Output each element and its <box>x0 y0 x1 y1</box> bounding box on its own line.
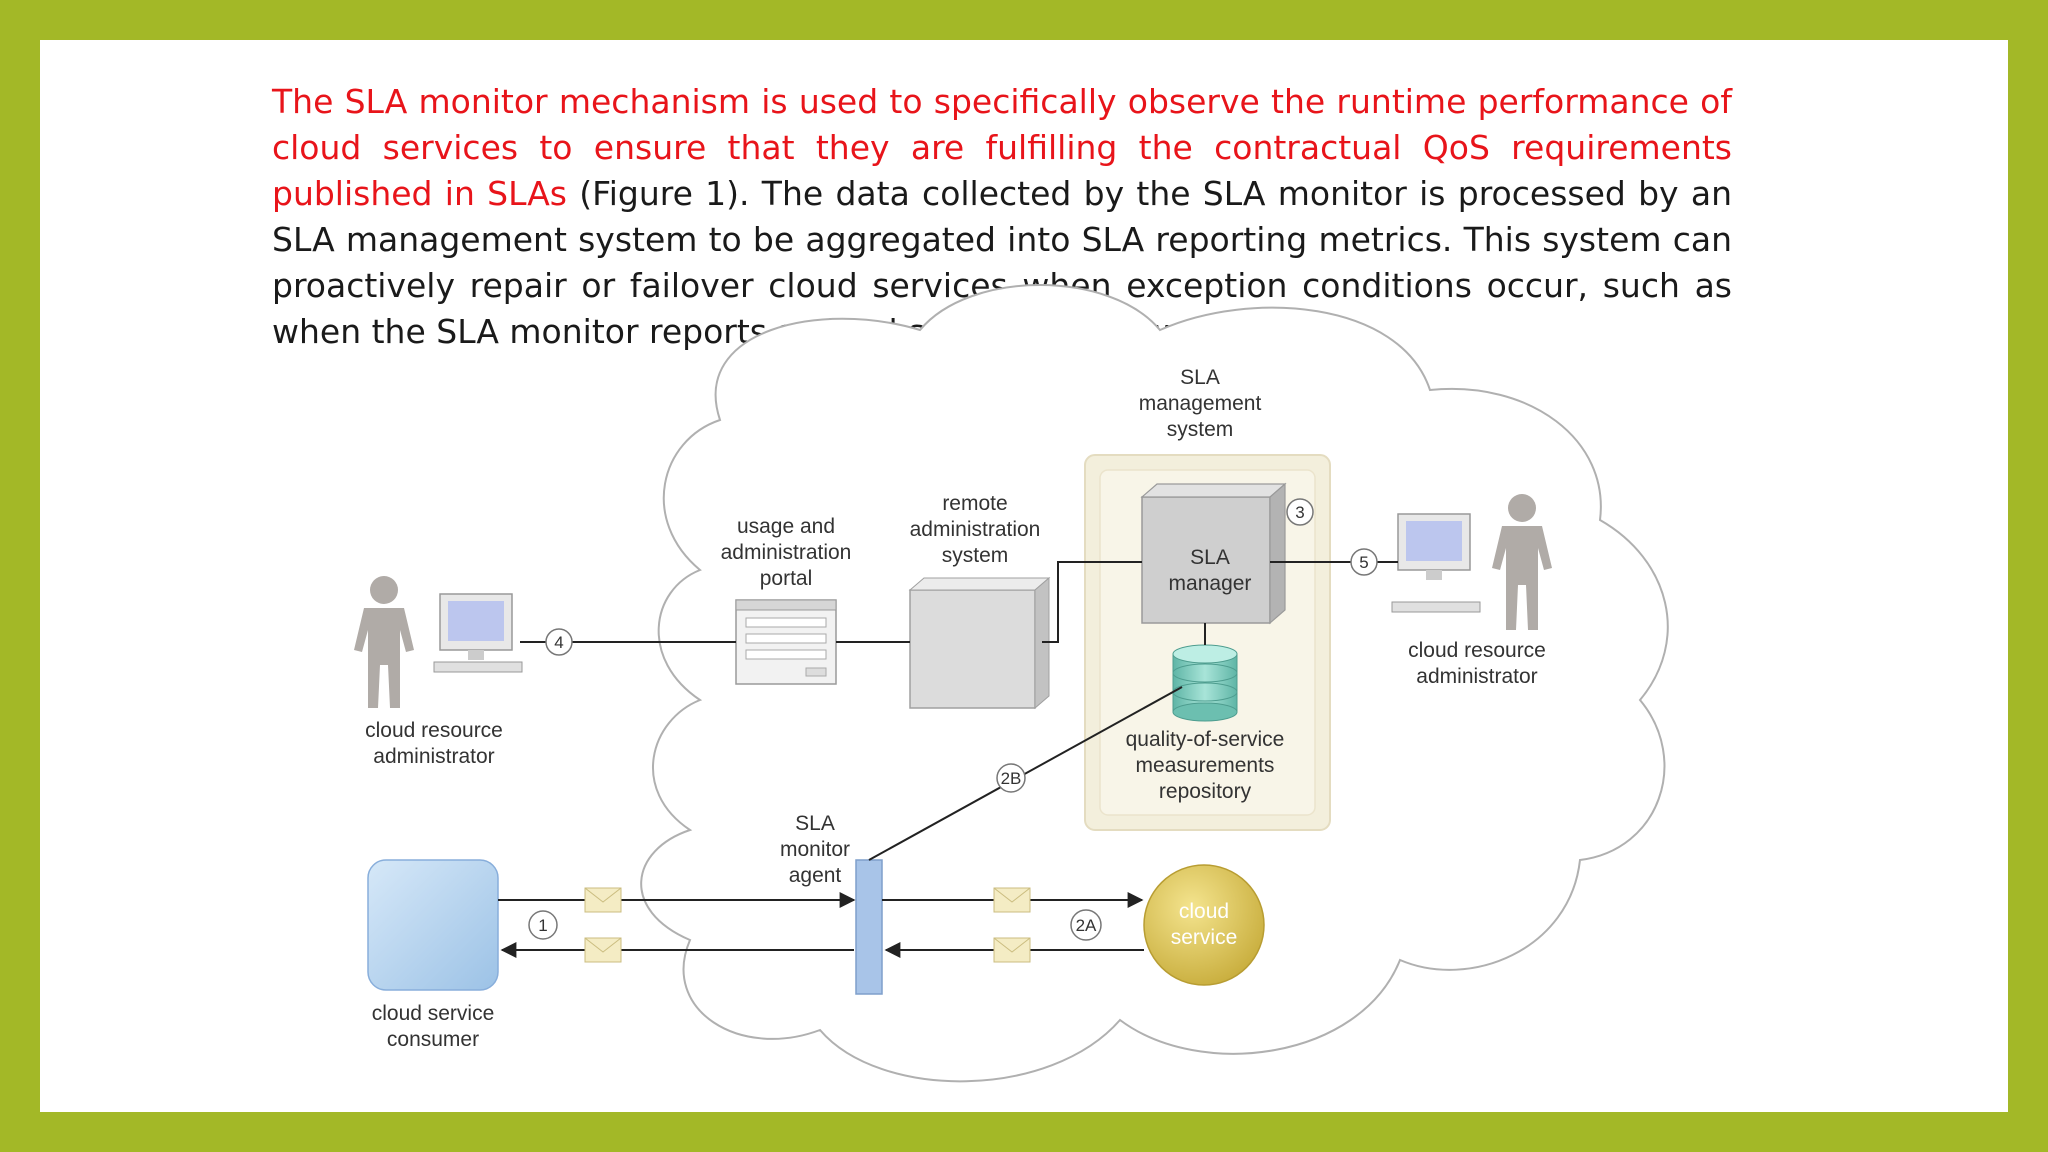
svg-text:1: 1 <box>538 916 547 935</box>
svg-text:5: 5 <box>1359 553 1368 572</box>
monitor-agent-label-2: monitor <box>780 838 850 861</box>
highlighted-text: The SLA monitor mechanism is used to spe… <box>272 82 1732 213</box>
step-2a-label: 2A <box>1076 916 1097 935</box>
svg-text:system: system <box>942 544 1009 567</box>
qos-repository-icon <box>1172 644 1238 722</box>
consumer-label-1: cloud service <box>372 1002 495 1025</box>
svg-text:administration: administration <box>721 541 852 564</box>
svg-text:cloud resource: cloud resource <box>365 719 503 742</box>
message-envelope-icon <box>993 937 1031 963</box>
cloud-service-label-2: service <box>1171 926 1238 949</box>
svg-text:monitor: monitor <box>780 838 850 861</box>
qos-repo-label-1: quality-of-service <box>1126 728 1285 751</box>
left-admin-computer-icon <box>433 593 523 673</box>
svg-text:cloud resource: cloud resource <box>1408 639 1546 662</box>
portal-label-1: usage and <box>737 515 835 538</box>
remote-admin-label-1: remote <box>942 492 1007 515</box>
svg-text:remote: remote <box>942 492 1007 515</box>
right-admin-label-1: cloud resource <box>1408 639 1546 662</box>
svg-text:SLA: SLA <box>1180 366 1220 389</box>
step-5-label: 5 <box>1359 553 1368 572</box>
message-envelope-icon <box>584 887 622 913</box>
svg-text:2A: 2A <box>1076 916 1097 935</box>
left-admin-label-2: administrator <box>373 745 494 768</box>
qos-repo-label-3: repository <box>1159 780 1252 803</box>
svg-text:management: management <box>1139 392 1262 415</box>
svg-text:administrator: administrator <box>1416 665 1537 688</box>
svg-text:service: service <box>1171 926 1238 949</box>
consumer-label-2: consumer <box>387 1028 479 1051</box>
remote-admin-label-3: system <box>942 544 1009 567</box>
sla-mgmt-label-1: SLA <box>1180 366 1220 389</box>
right-admin-label-2: administrator <box>1416 665 1537 688</box>
sla-manager-label-1: SLA <box>1190 546 1230 569</box>
svg-text:cloud: cloud <box>1179 900 1229 923</box>
right-admin-computer-icon <box>1391 513 1481 613</box>
sla-manager-label-2: manager <box>1169 572 1252 595</box>
portal-label-2: administration <box>721 541 852 564</box>
svg-text:repository: repository <box>1159 780 1252 803</box>
svg-text:SLA: SLA <box>795 812 835 835</box>
cloud-service-consumer-box <box>367 859 499 991</box>
remote-admin-label-2: administration <box>910 518 1041 541</box>
svg-text:usage and: usage and <box>737 515 835 538</box>
svg-text:administrator: administrator <box>373 745 494 768</box>
monitor-agent-label-1: SLA <box>795 812 835 835</box>
svg-text:SLA: SLA <box>1190 546 1230 569</box>
svg-text:3: 3 <box>1295 503 1304 522</box>
svg-text:4: 4 <box>554 633 563 652</box>
right-admin-person-icon <box>1492 494 1552 630</box>
qos-repo-label-2: measurements <box>1136 754 1275 777</box>
step-2b-label: 2B <box>1001 769 1022 788</box>
step-3-label: 3 <box>1295 503 1304 522</box>
svg-text:measurements: measurements <box>1136 754 1275 777</box>
sla-mgmt-label-2: management <box>1139 392 1262 415</box>
remote-admin-system-icon <box>908 576 1051 710</box>
svg-text:2B: 2B <box>1001 769 1022 788</box>
step-1-label: 1 <box>538 916 547 935</box>
message-envelope-icon <box>584 937 622 963</box>
sla-monitor-agent-bar <box>855 859 883 995</box>
monitor-agent-label-3: agent <box>789 864 842 887</box>
cloud-service-label-1: cloud <box>1179 900 1229 923</box>
svg-text:portal: portal <box>760 567 813 590</box>
svg-text:consumer: consumer <box>387 1028 479 1051</box>
svg-text:manager: manager <box>1169 572 1252 595</box>
svg-text:quality-of-service: quality-of-service <box>1126 728 1285 751</box>
svg-text:agent: agent <box>789 864 842 887</box>
sla-mgmt-label-3: system <box>1167 418 1234 441</box>
left-admin-person-icon <box>354 576 414 708</box>
left-admin-label-1: cloud resource <box>365 719 503 742</box>
svg-text:administration: administration <box>910 518 1041 541</box>
cloud-service-circle <box>1143 864 1265 986</box>
portal-form-icon <box>735 599 837 685</box>
svg-text:system: system <box>1167 418 1234 441</box>
portal-label-3: portal <box>760 567 813 590</box>
step-4-label: 4 <box>554 633 563 652</box>
message-envelope-icon <box>993 887 1031 913</box>
svg-text:cloud service: cloud service <box>372 1002 495 1025</box>
